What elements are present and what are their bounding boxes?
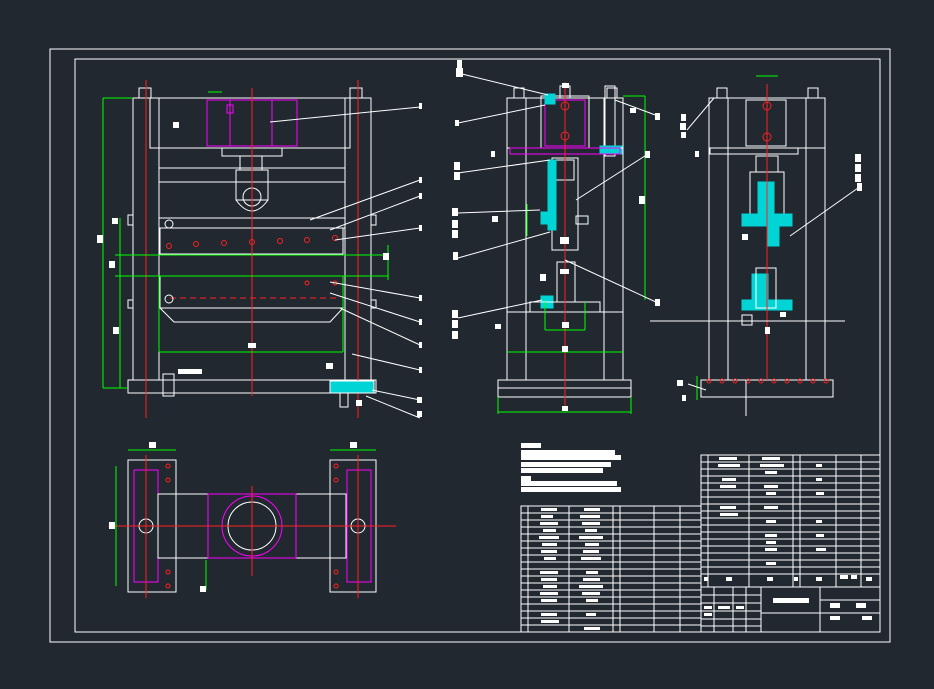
front-view[interactable] — [97, 80, 422, 419]
title-block[interactable] — [700, 586, 881, 633]
inner-border — [74, 58, 881, 633]
parts-list-left[interactable] — [520, 505, 702, 633]
parts-list-right[interactable] — [700, 454, 881, 588]
side-section-view[interactable] — [452, 60, 660, 414]
outer-border — [49, 48, 891, 643]
side-view[interactable] — [650, 75, 862, 416]
top-view[interactable] — [108, 442, 396, 598]
technical-requirements-notes — [521, 443, 621, 492]
